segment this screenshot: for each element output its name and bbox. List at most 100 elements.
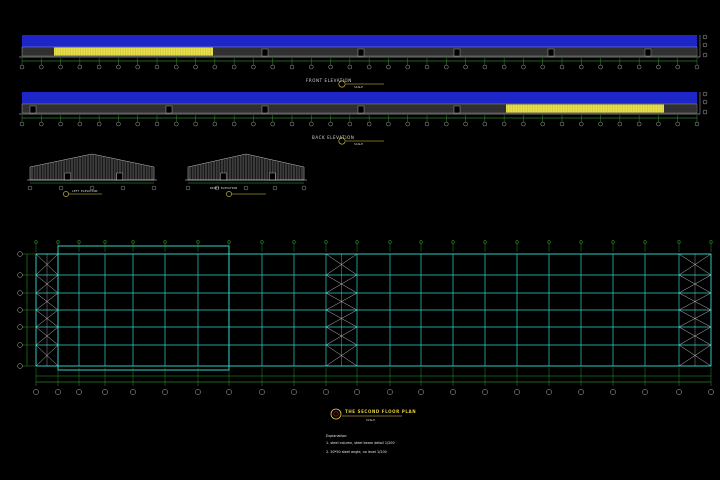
bottom-axis-bubble [291, 389, 297, 395]
axis-bubble [347, 121, 353, 127]
right-side-elevation-title-text: RIGHT ELEVATION [210, 186, 237, 190]
gable-axis-bubble [58, 185, 64, 191]
axis-bubble [424, 64, 430, 70]
top-axis-mark [515, 240, 519, 244]
top-axis-mark [56, 240, 60, 244]
top-axis-mark [34, 240, 38, 244]
bottom-axis-bubble [195, 389, 201, 395]
axis-bubble [309, 64, 314, 70]
top-axis-mark [709, 240, 713, 244]
axis-bubble [559, 64, 565, 70]
axis-bubble [598, 64, 603, 70]
door-opening [261, 105, 269, 114]
axis-bubble [424, 121, 430, 127]
axis-bubble [270, 121, 275, 127]
bottom-axis-bubble [418, 389, 424, 395]
axis-bubble [579, 64, 584, 70]
axis-bubble [636, 121, 642, 127]
axis-bubble [559, 121, 565, 127]
axis-bubble [540, 64, 545, 70]
top-axis-mark [388, 240, 392, 244]
door-opening [357, 105, 365, 114]
top-axis-mark [103, 240, 107, 244]
level-marker [702, 42, 708, 48]
axis-bubble [96, 64, 102, 70]
gable-door [269, 172, 276, 181]
axis-bubble [694, 121, 700, 127]
bottom-axis-bubble [226, 389, 232, 395]
roof-band [22, 92, 697, 104]
right-side-elevation [185, 153, 307, 191]
plan-title-text: THE SECOND FLOOR PLAN [345, 409, 416, 414]
level-marker [702, 91, 708, 97]
gable-axis-bubble [89, 185, 95, 191]
top-axis-mark [483, 240, 487, 244]
axis-bubble [154, 64, 160, 70]
bottom-axis-bubble [259, 389, 265, 395]
axis-bubble [366, 64, 372, 70]
bottom-axis-bubble [130, 389, 136, 395]
door-opening [453, 48, 461, 57]
axis-bubble [694, 64, 700, 70]
top-axis-mark [131, 240, 135, 244]
bottom-axis-bubble [514, 389, 520, 395]
axis-bubble [231, 64, 237, 70]
axis-bubble [540, 121, 545, 127]
door-opening [453, 105, 461, 114]
notes-block: Explanation: 1. steel column, steel beam… [326, 434, 395, 454]
note-1: 1. steel column, steel beam detail 1/200 [326, 441, 395, 445]
left-side-elevation-title: LEFT ELEVATION [63, 189, 102, 197]
level-marker [702, 99, 708, 105]
door-opening [547, 48, 555, 57]
axis-bubble [251, 64, 256, 70]
bottom-axis-bubble [642, 389, 648, 395]
top-axis-mark [547, 240, 551, 244]
top-axis-mark [643, 240, 647, 244]
axis-bubble [193, 64, 198, 70]
level-marker [702, 52, 708, 58]
axis-bubble [231, 121, 237, 127]
axis-bubble [116, 121, 121, 127]
bottom-axis-bubble [33, 389, 39, 395]
axis-bubble [675, 121, 680, 127]
axis-bubble [366, 121, 372, 127]
axis-bubble [463, 121, 468, 127]
left-axis-bubble [17, 251, 23, 257]
top-axis-mark [260, 240, 264, 244]
axis-bubble [444, 64, 449, 70]
axis-bubble [289, 121, 295, 127]
axis-bubble [116, 64, 121, 70]
bottom-axis-bubble [708, 389, 714, 395]
left-side-elevation [27, 153, 157, 191]
bottom-axis-bubble [676, 389, 682, 395]
top-axis-mark [677, 240, 681, 244]
left-axis-bubble [17, 290, 23, 296]
bottom-axis-bubble [578, 389, 584, 395]
top-axis-mark [451, 240, 455, 244]
left-side-elevation-title-text: LEFT ELEVATION [72, 189, 97, 193]
bottom-axis-bubble [482, 389, 488, 395]
top-axis-mark [419, 240, 423, 244]
front-elevation-title-text: FRONT ELEVATION [306, 78, 352, 83]
gable-axis-bubble [185, 185, 191, 191]
left-axis-bubble [17, 272, 23, 278]
axis-bubble [212, 64, 218, 70]
bottom-axis-bubble [76, 389, 82, 395]
gable-axis-bubble [243, 185, 249, 191]
front-elevation [19, 34, 708, 70]
back-elevation-title-text: BACK ELEVATION [312, 135, 354, 140]
note-2: 2. 50*50 steel angle, no level 1/200 [326, 450, 387, 454]
bottom-axis-bubble [354, 389, 360, 395]
axis-bubble [154, 121, 160, 127]
bottom-axis-bubble [546, 389, 552, 395]
axis-bubble [501, 121, 507, 127]
axis-bubble [174, 121, 179, 127]
bottom-axis-bubble [55, 389, 61, 395]
axis-bubble [135, 121, 140, 127]
top-axis-mark [77, 240, 81, 244]
back-elevation [19, 91, 708, 127]
top-axis-mark [227, 240, 231, 244]
gable-door [64, 172, 71, 181]
axis-bubble [135, 64, 140, 70]
